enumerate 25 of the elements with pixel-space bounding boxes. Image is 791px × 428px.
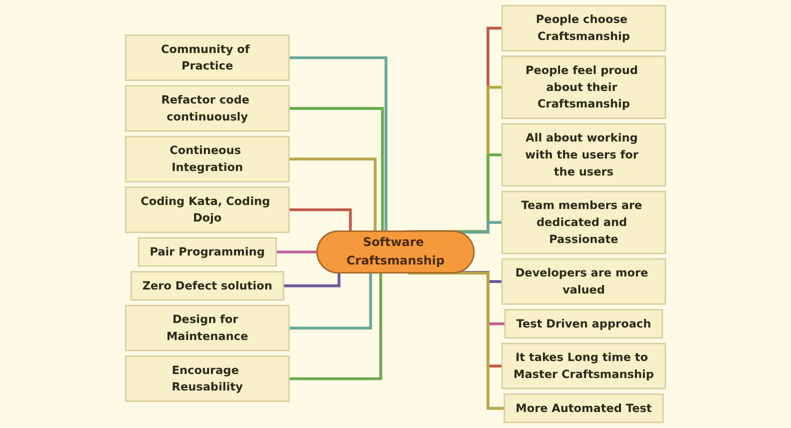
node-box: Team members are dedicated and Passionate bbox=[501, 190, 666, 254]
node-box: More Automated Test bbox=[504, 394, 664, 424]
connector bbox=[288, 158, 377, 232]
node-box: Developers are more valued bbox=[501, 258, 666, 305]
node-box: Encourage Reusability bbox=[124, 356, 290, 402]
node-box: Zero Defect solution bbox=[130, 271, 284, 301]
node-box: People feel proud about their Craftsmanship bbox=[501, 56, 666, 119]
node-box: Coding Kata, Coding Dojo bbox=[124, 186, 290, 234]
node-box: Pair Programming bbox=[138, 237, 277, 267]
node-box: Community of Practice bbox=[124, 34, 290, 81]
connector bbox=[276, 250, 319, 254]
node-box: Design for Maintenance bbox=[124, 304, 290, 352]
node-box: All about working with the users for the users bbox=[501, 123, 666, 187]
node-box: People choose Craftsmanship bbox=[501, 4, 666, 52]
connector bbox=[288, 56, 388, 232]
connector bbox=[288, 273, 382, 380]
connector bbox=[288, 208, 352, 232]
connector bbox=[283, 273, 340, 288]
connector bbox=[288, 107, 384, 232]
connector bbox=[458, 221, 504, 234]
node-box: Contineous Integration bbox=[124, 136, 290, 182]
connector bbox=[288, 273, 372, 330]
node-box: It takes Long time to Master Craftsmanship bbox=[501, 342, 666, 390]
node-box: Refactor code continuously bbox=[124, 85, 290, 132]
node-box: Test Driven approach bbox=[504, 309, 664, 339]
